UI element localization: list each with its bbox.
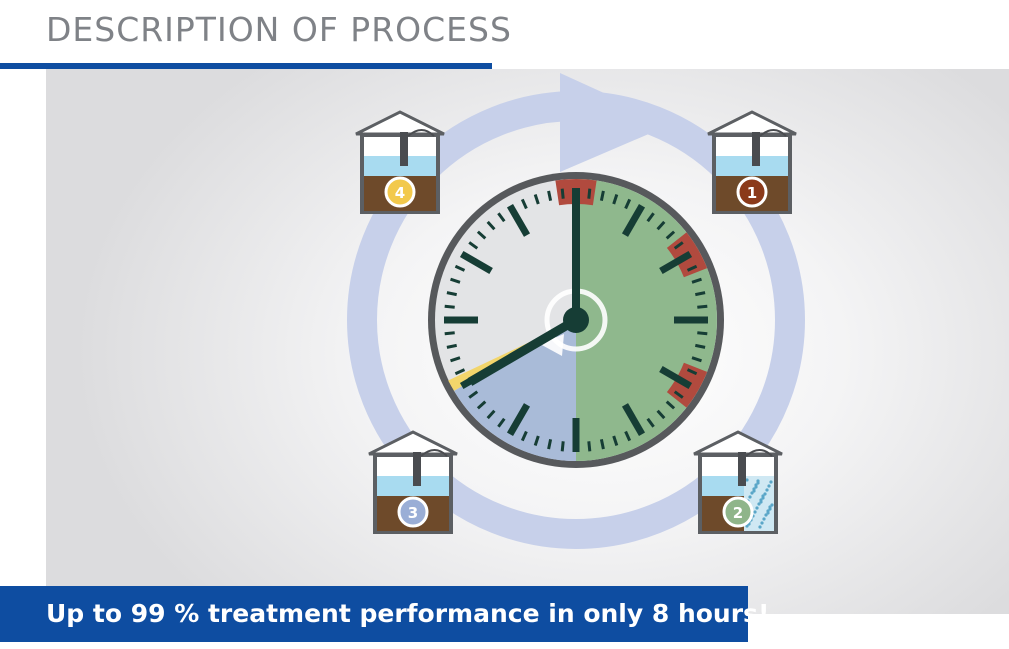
clock-minor-tick [587, 441, 592, 452]
stage-badge [397, 496, 429, 528]
tank-pump [400, 132, 408, 166]
clock-minor-tick [560, 188, 565, 199]
tank-stage-3: 3 [368, 430, 458, 534]
clock-major-tick [506, 403, 531, 437]
clock-minor-tick [454, 368, 466, 376]
clock-hub [563, 307, 589, 333]
clock-minor-tick [587, 188, 592, 199]
clock-minor-tick [673, 241, 684, 250]
page-title: DESCRIPTION OF PROCESS [46, 10, 512, 49]
tank-pump [752, 132, 760, 166]
stage-badge [722, 496, 754, 528]
stage-badge [736, 176, 768, 208]
tank-stage-4: 4 [355, 110, 445, 214]
clock-minor-tick [697, 304, 708, 309]
clock-minor-tick [497, 212, 506, 223]
clock-minor-tick [646, 212, 655, 223]
clock-minor-tick [533, 435, 540, 446]
clock-minor-tick [444, 304, 455, 309]
tank-roof [707, 110, 797, 136]
clock-minor-tick [520, 430, 528, 442]
clock-minor-tick [454, 264, 466, 272]
tank-pump [738, 452, 746, 486]
clock [428, 172, 724, 468]
tank-pump [413, 452, 421, 486]
clock-minor-tick [656, 409, 666, 420]
clock-major-tick [621, 203, 646, 237]
tank-stage-1: 1 [707, 110, 797, 214]
clock-minor-tick [612, 435, 619, 446]
clock-minor-tick [665, 400, 676, 410]
clock-minor-tick [520, 198, 528, 210]
clock-minor-tick [624, 198, 632, 210]
clock-minor-tick [697, 331, 708, 336]
tank-stage-2: 2 [693, 430, 783, 534]
clock-major-tick [459, 250, 493, 275]
title-underline [0, 63, 492, 69]
clock-minor-tick [612, 194, 619, 205]
stage-number: 3 [408, 504, 418, 522]
clock-minor-tick [646, 417, 655, 428]
stage-number: 4 [395, 184, 405, 202]
clock-minor-tick [547, 439, 553, 450]
clock-major-tick [659, 250, 693, 275]
clock-minor-tick [450, 356, 461, 363]
clock-minor-tick [468, 390, 479, 399]
clock-minor-tick [691, 356, 702, 363]
clock-major-tick [621, 403, 646, 437]
clock-minor-tick [446, 291, 457, 297]
hour-hand [467, 316, 579, 386]
clock-minor-tick [624, 430, 632, 442]
cycle-arrow [347, 73, 805, 549]
clock-major-tick [506, 203, 531, 237]
clock-major-tick [659, 365, 693, 390]
clock-minor-tick [695, 291, 706, 297]
clock-minor-tick [599, 439, 605, 450]
clock-minor-tick [446, 343, 457, 349]
clock-minor-tick [444, 331, 455, 336]
clock-minor-tick [450, 277, 461, 284]
clock-minor-tick [599, 190, 605, 201]
clock-minor-tick [476, 400, 487, 410]
stage-number: 1 [747, 184, 757, 202]
clock-minor-tick [486, 220, 496, 231]
stage-badge [384, 176, 416, 208]
clock-minor-tick [686, 368, 698, 376]
clock-minor-tick [547, 190, 553, 201]
clock-minor-tick [468, 241, 479, 250]
stage-number: 2 [733, 504, 743, 522]
clock-minor-tick [665, 230, 676, 240]
clock-minor-tick [673, 390, 684, 399]
clock-minor-tick [695, 343, 706, 349]
clock-sector-settling [454, 320, 576, 461]
tank-stages: 1 2 3 4 [355, 110, 797, 534]
tank-roof [355, 110, 445, 136]
clock-minor-tick [476, 230, 487, 240]
clock-minor-tick [560, 441, 565, 452]
clock-minor-tick [533, 194, 540, 205]
clock-minor-tick [691, 277, 702, 284]
clock-minor-tick [656, 220, 666, 231]
clock-minor-tick [486, 409, 496, 420]
clock-minor-tick [497, 417, 506, 428]
clock-minor-tick [686, 264, 698, 272]
performance-banner: Up to 99 % treatment performance in only… [0, 586, 769, 642]
